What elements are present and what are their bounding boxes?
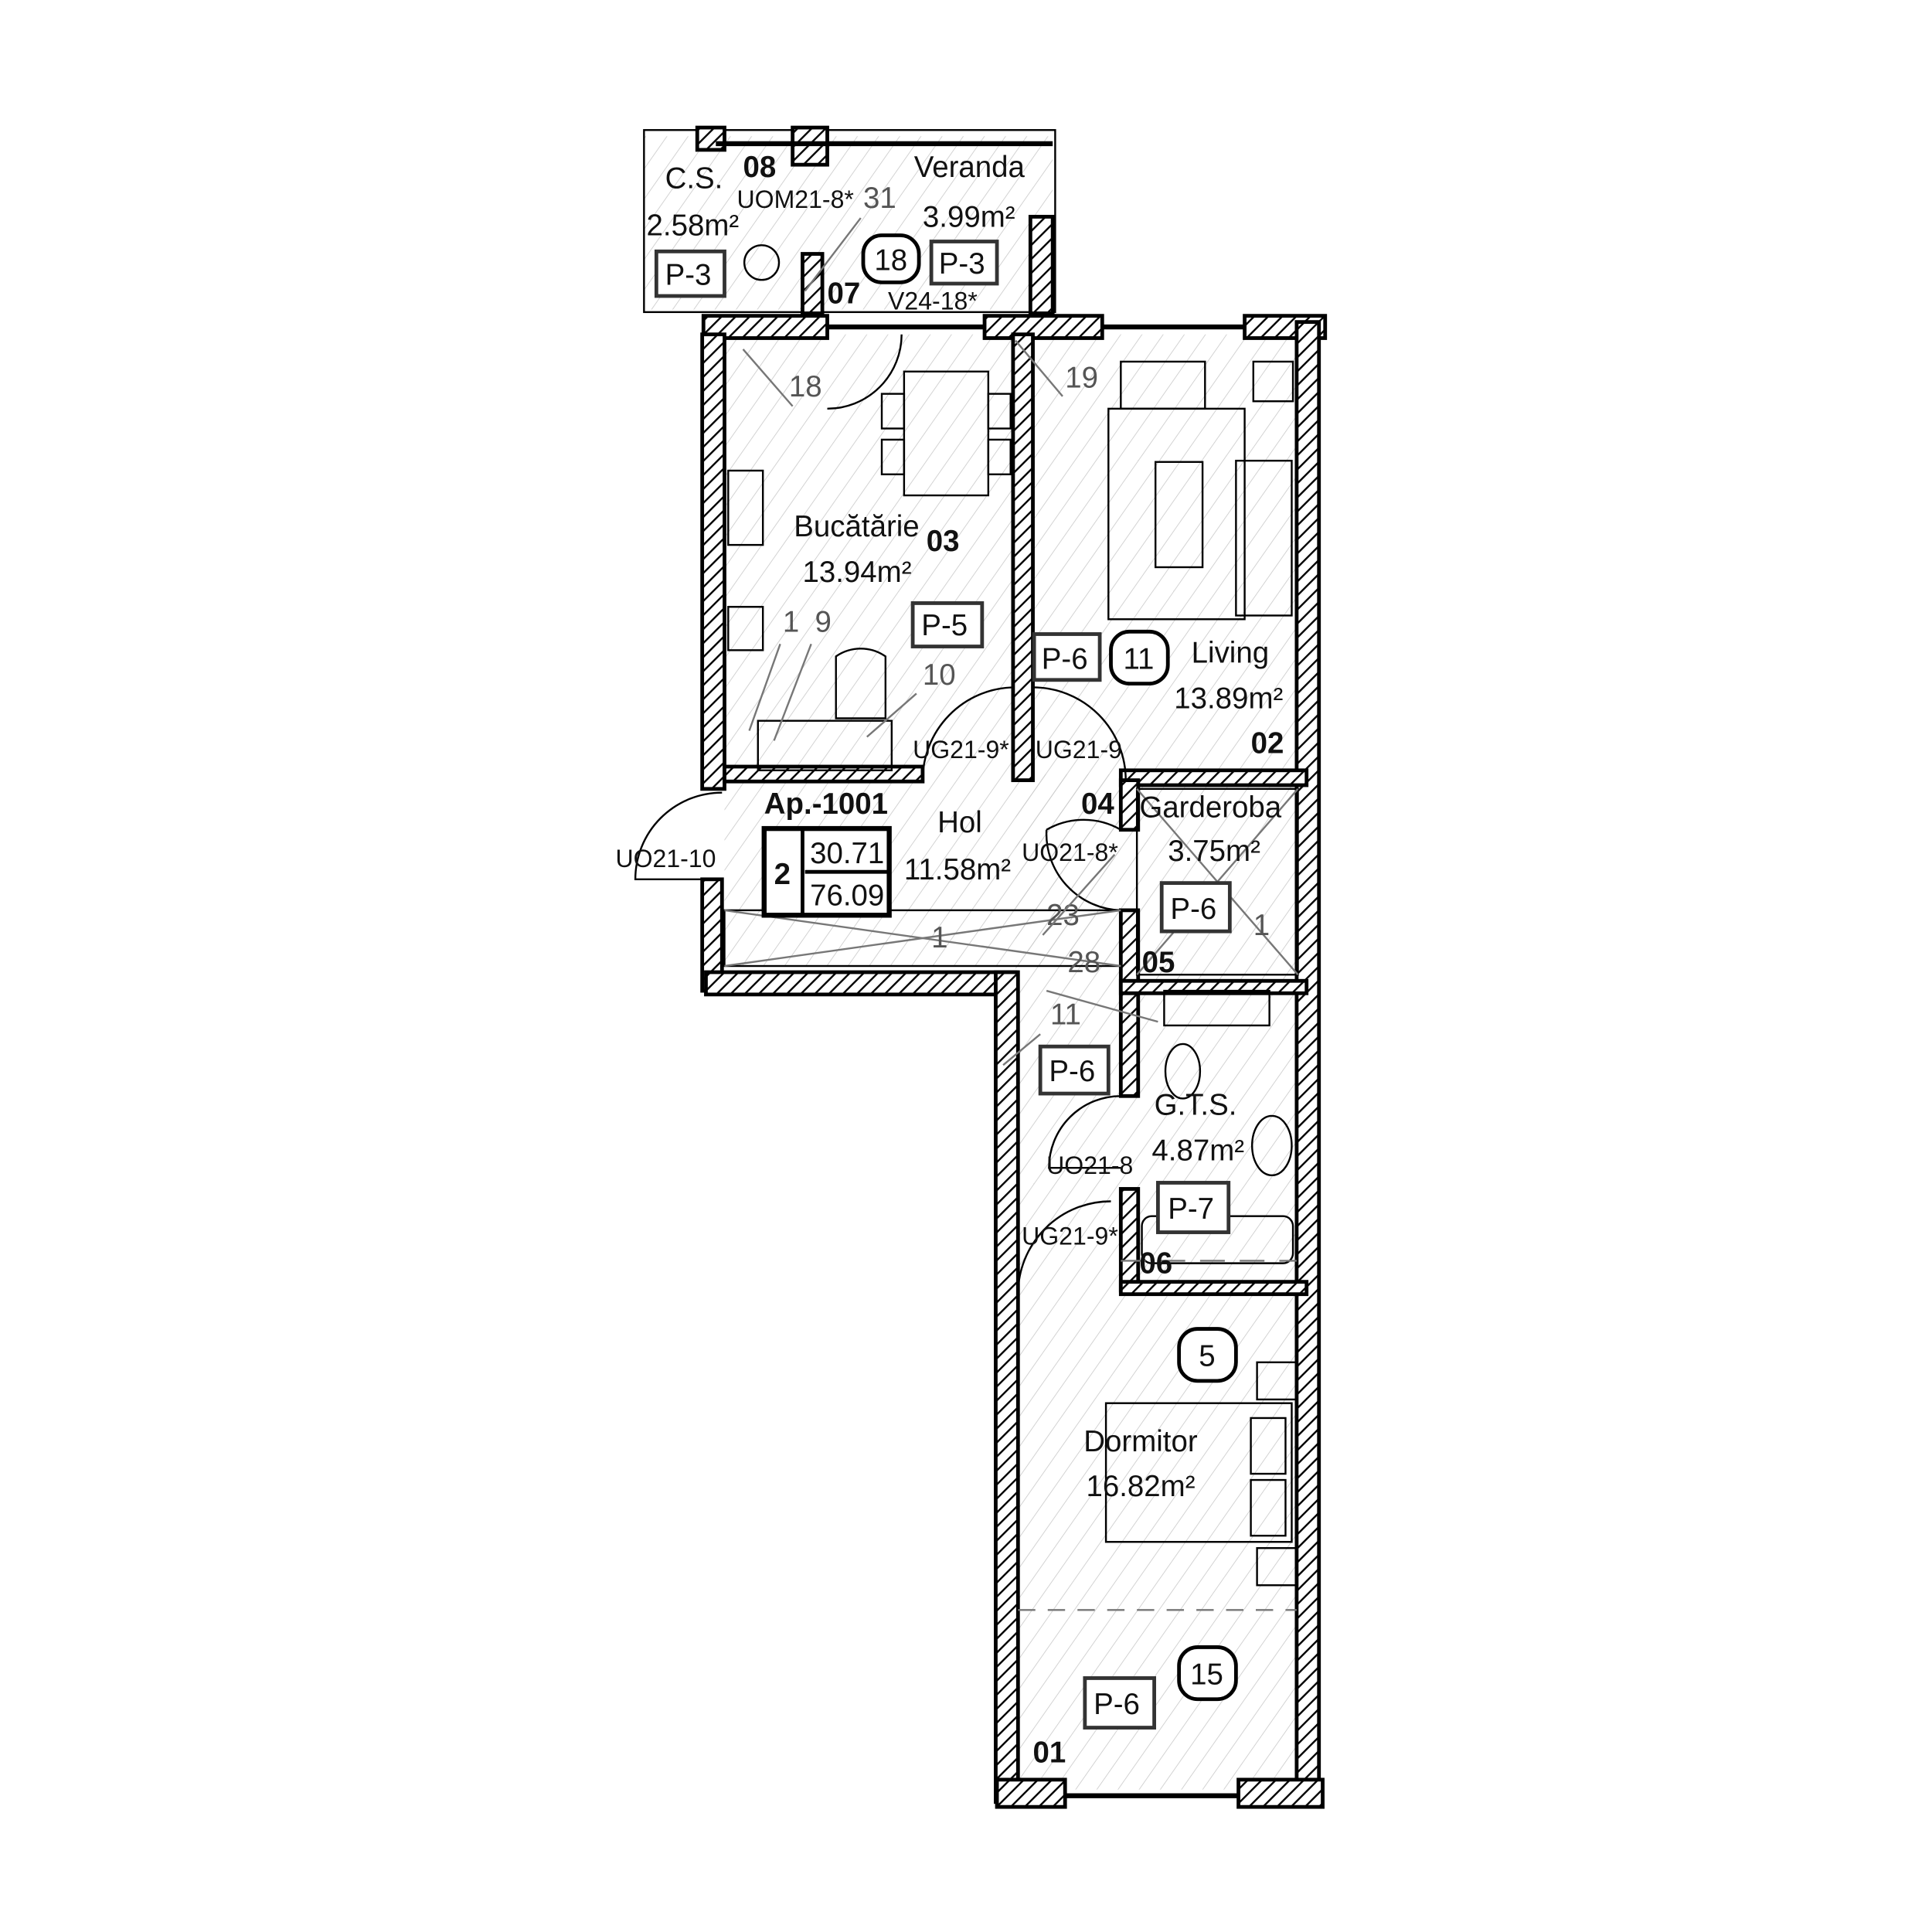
leader-number: 28 [1067,946,1100,979]
door-label: V24-18* [888,287,978,315]
room-name-garderoba: Garderoba [1139,791,1281,825]
rooms-count: 2 [774,858,791,891]
leader-number: 23 [1046,899,1080,932]
floor-tag: P-3 [665,259,712,292]
door-label: UG21-9* [1022,1223,1118,1250]
room-name-living: Living [1192,636,1269,669]
floor-tag: P-6 [1049,1055,1095,1088]
room-name-kitchen: Bucătărie [794,510,919,543]
apartment-info: Ap.-1001 2 30.71 76.09 [761,787,892,918]
room-number-gts: 06 [1139,1247,1172,1280]
leader-number: 1 [931,921,947,954]
leader-number: 1 [783,605,799,638]
leader-number: 19 [1065,362,1098,395]
leader-number: 9 [815,605,831,638]
door-labels: UOM21-8* V24-18* UG21-9* UG21-9 UO21-10 … [615,185,1133,1250]
floor-tag: P-5 [921,609,968,642]
room-labels: C.S. 08 2.58m² Veranda 3.99m² 07 Bucătăr… [647,151,1284,1769]
circle-tag: 5 [1199,1340,1215,1373]
leader-number: 11 [1050,998,1081,1031]
floor-tag: P-6 [1094,1688,1140,1721]
room-number-kitchen: 03 [927,525,960,558]
door-label: UG21-9* [913,736,1009,764]
room-area-garderoba: 3.75m² [1168,835,1260,868]
door-swings [634,334,1127,1294]
floor-tag: P-3 [939,247,985,281]
room-name-dormitor: Dormitor [1083,1425,1198,1458]
room-area-dormitor: 16.82m² [1086,1470,1195,1503]
room-area-kitchen: 13.94m² [802,556,911,589]
leader-number: 18 [789,370,822,403]
room-area-cs: 2.58m² [647,209,740,242]
room-number-cs: 08 [743,151,777,184]
door-label: UO21-8* [1022,838,1118,866]
floor-tags: P-3 P-3 P-5 P-6 P-6 P-6 P-7 P-6 [654,240,1232,1730]
circle-tag: 18 [874,243,907,277]
leader-number: 10 [923,658,956,692]
room-number-veranda: 07 [828,277,861,311]
floor-tag: P-6 [1042,642,1088,675]
room-number-garderoba: 05 [1142,946,1175,979]
door-label: UO21-8 [1046,1151,1133,1179]
floor-tag: P-6 [1170,893,1216,926]
room-name-hol: Hol [937,806,982,839]
room-name-veranda: Veranda [914,151,1026,184]
room-area-living: 13.89m² [1174,682,1283,716]
door-label: UG21-9 [1036,736,1122,764]
leader-number: 1 [1253,909,1270,942]
circle-tags: 18 11 5 15 [861,233,1238,1702]
room-number-hol: 04 [1081,787,1114,821]
total-area: 76.09 [810,879,884,912]
circle-tag: 11 [1124,642,1155,675]
apartment-label: Ap.-1001 [764,787,888,821]
furniture [723,244,1299,1611]
leader-numbers: 31 18 19 1 9 10 23 1 1 28 11 [742,182,1270,1066]
room-name-cs: C.S. [665,162,723,196]
room-number-living: 02 [1251,726,1284,760]
walls [643,125,1328,1809]
room-number-dormitor: 01 [1033,1736,1066,1769]
room-area-gts: 4.87m² [1151,1134,1244,1168]
room-area-hol: 11.58m² [904,853,1011,886]
room-area-veranda: 3.99m² [923,200,1015,233]
floor-tag: P-7 [1168,1192,1214,1226]
room-name-gts: G.T.S. [1155,1088,1237,1121]
door-label: UO21-10 [615,845,716,872]
leader-number: 31 [863,182,896,215]
living-area: 30.71 [810,837,884,870]
circle-tag: 15 [1190,1658,1223,1691]
door-label: UOM21-8* [737,185,854,213]
